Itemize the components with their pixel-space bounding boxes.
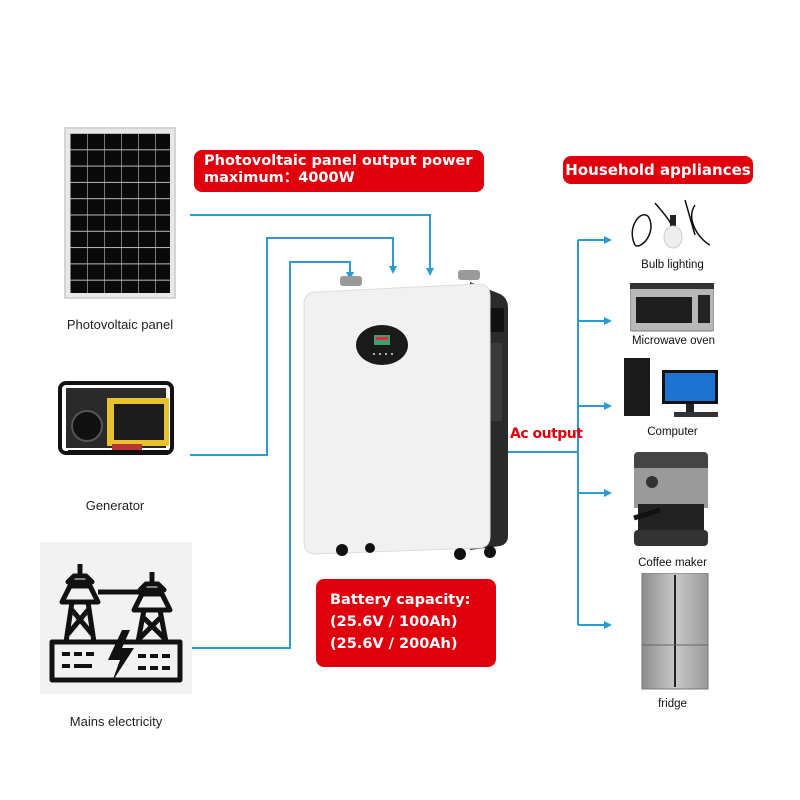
pv-output-line1: Photovoltaic panel output power — [204, 153, 473, 169]
appliance-fridge — [640, 572, 710, 693]
generator-label: Generator — [85, 498, 145, 513]
household-appliances-box: Household appliances — [563, 156, 753, 184]
household-appliances-title: Household appliances — [565, 161, 751, 179]
battery-capacity-box: Battery capacity: (25.6V / 100Ah) (25.6V… — [316, 579, 496, 667]
appliance-label-microwave: Microwave oven — [631, 335, 716, 347]
power-tower-icon — [49, 564, 183, 683]
fridge-image — [641, 572, 709, 690]
appliance-microwave — [629, 283, 715, 333]
appliance-computer — [622, 358, 722, 420]
ac-output-label: Ac output — [510, 426, 583, 442]
appliance-coffee-maker — [630, 448, 712, 552]
generator-image — [52, 368, 182, 468]
pv-label: Photovoltaic panel — [66, 317, 174, 332]
mains-wire — [188, 261, 354, 649]
solar-panel-image — [64, 127, 176, 299]
mains-label: Mains electricity — [69, 714, 163, 729]
pv-output-line2: maximum：4000W — [204, 170, 355, 186]
appliance-bulb — [625, 195, 720, 255]
appliance-label-coffee-maker: Coffee maker — [638, 557, 707, 569]
appliance-label-computer: Computer — [647, 426, 698, 438]
pv-output-power-box: Photovoltaic panel output power maximum：… — [194, 150, 484, 192]
generator-wire — [190, 237, 397, 456]
mains-electricity-image — [40, 542, 192, 694]
battery-capacity-option-200ah: (25.6V / 200Ah) — [330, 636, 458, 652]
pv-wire — [190, 214, 434, 276]
computer-image — [624, 358, 718, 417]
appliance-label-fridge: fridge — [658, 698, 687, 710]
microwave-oven-image — [629, 283, 715, 332]
appliance-label-bulb: Bulb lighting — [641, 259, 704, 271]
coffee-maker-image — [633, 452, 708, 546]
battery-capacity-option-100ah: (25.6V / 100Ah) — [330, 614, 458, 630]
battery-inverter-unit — [300, 268, 515, 560]
battery-capacity-title: Battery capacity: — [330, 592, 471, 608]
bulb-lighting-image — [631, 199, 711, 249]
